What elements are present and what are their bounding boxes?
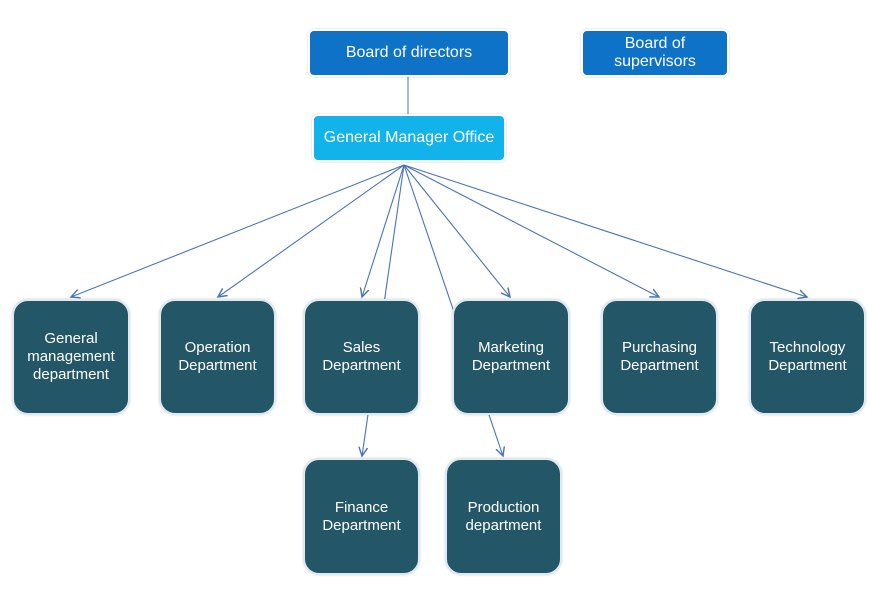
sales-department-node: Sales Department [303,299,420,415]
purchasing-department-node: Purchasing Department [601,299,718,415]
connector-marketing [403,164,510,297]
connector-technology [403,164,807,297]
operation-department-node: Operation Department [159,299,276,415]
connector-operation [218,164,405,297]
board-of-directors-node: Board of directors [308,29,510,77]
connector-general [71,164,405,297]
connector-sales [362,164,405,297]
production-department-node: Production department [445,458,562,575]
general-manager-office-node: General Manager Office [312,114,506,162]
marketing-department-node: Marketing Department [452,299,570,415]
technology-department-node: Technology Department [749,299,866,415]
finance-department-node: Finance Department [303,458,420,575]
connector-purchasing [403,164,659,297]
general-management-department-node: General management department [12,299,130,415]
board-of-supervisors-node: Board of supervisors [581,29,729,77]
